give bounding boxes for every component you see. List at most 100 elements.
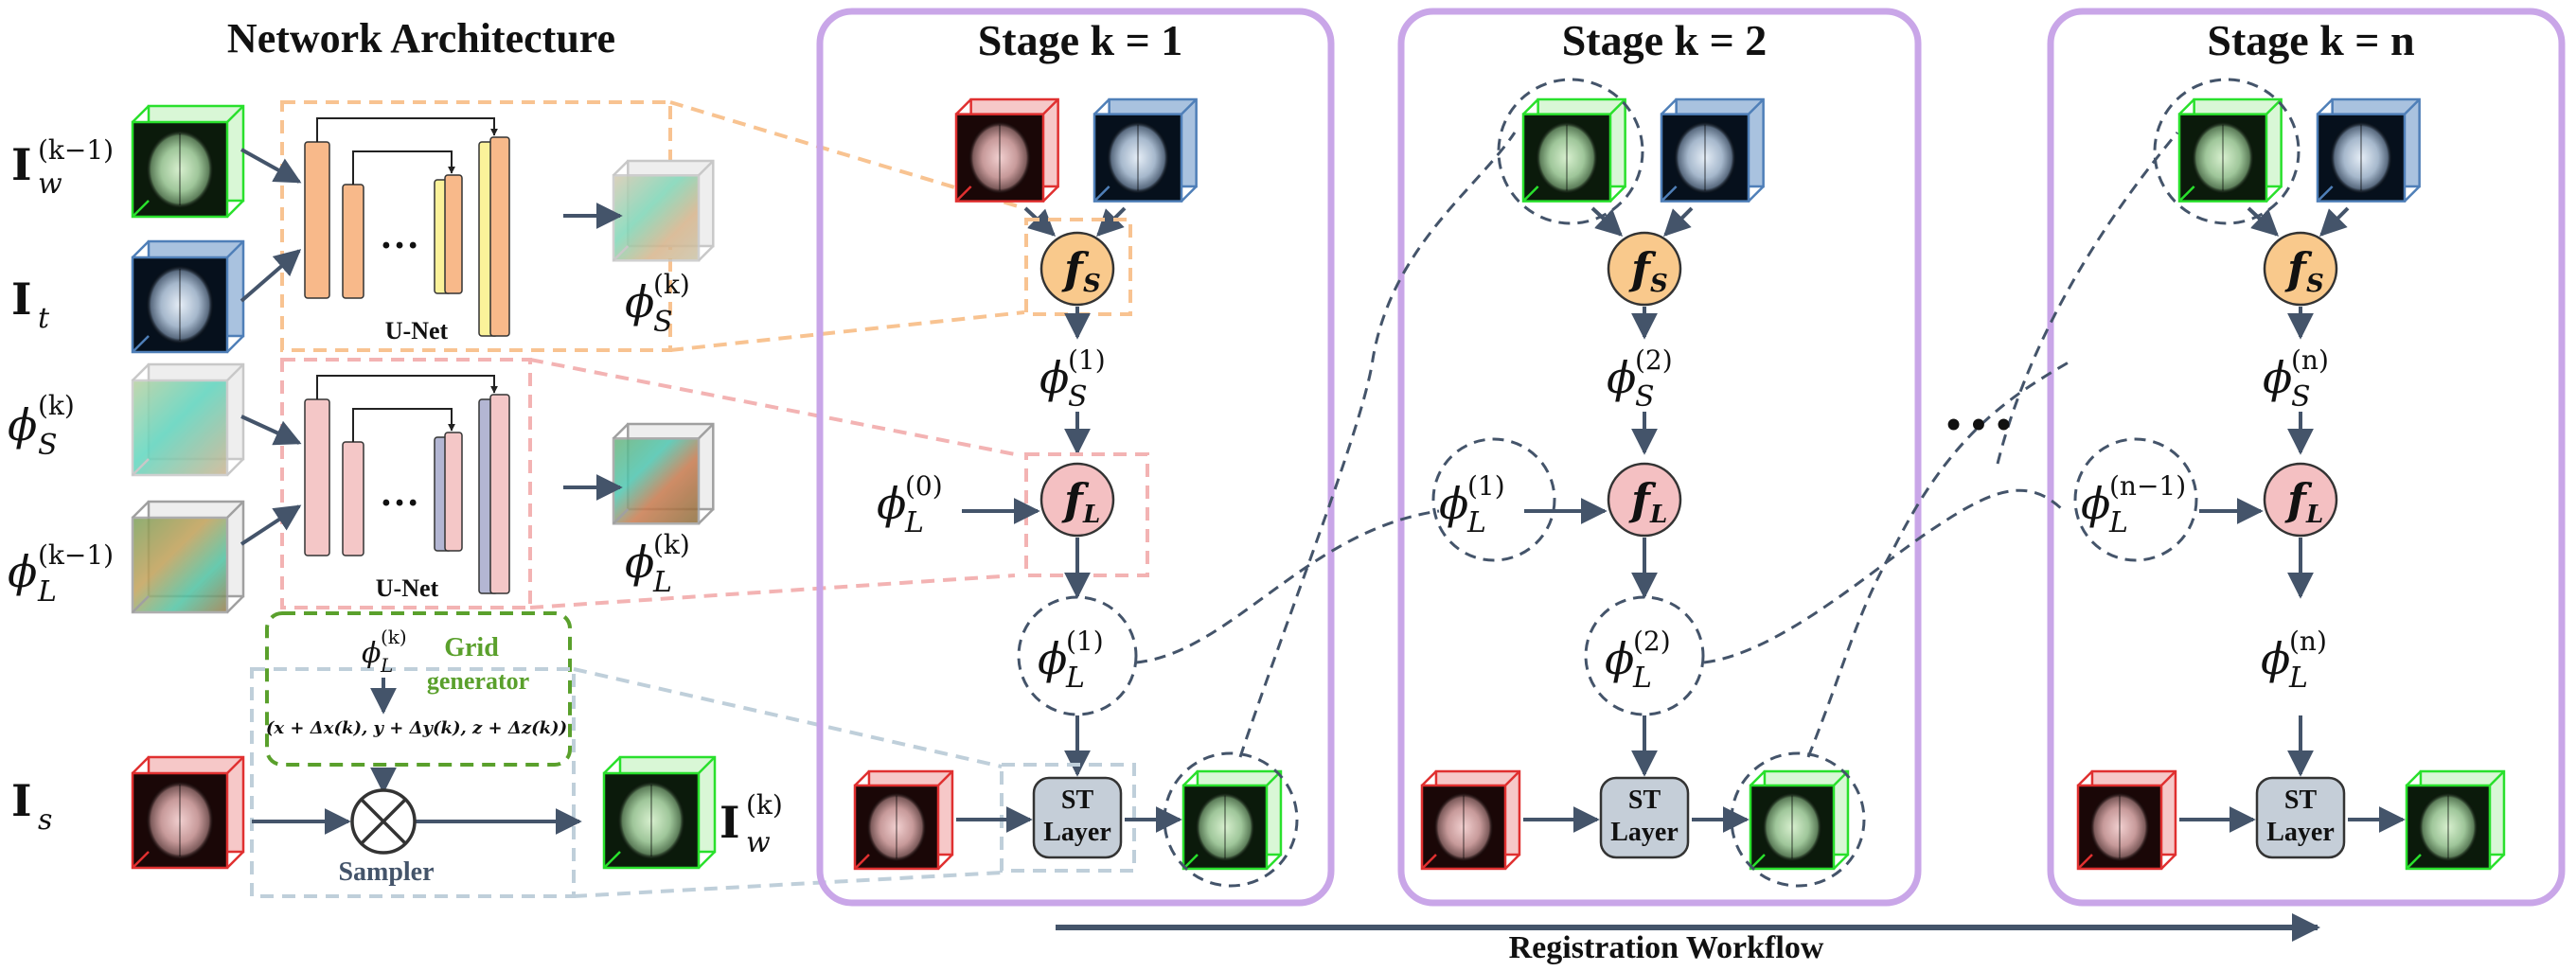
unet-s-box — [280, 100, 672, 352]
flow-phis-out — [612, 159, 715, 262]
stage-2-border — [1397, 8, 1922, 907]
stage-1-input-target — [1093, 97, 1198, 203]
svg-text:ϕ: ϕ — [8, 399, 37, 450]
stage-n-source — [2076, 769, 2177, 871]
svg-text:S: S — [2306, 270, 2324, 298]
svg-text:ϕ: ϕ — [1038, 633, 1067, 684]
svg-text:w: w — [38, 168, 62, 201]
svg-text:ϕ: ϕ — [362, 637, 381, 670]
volume-iw-prev — [131, 104, 245, 219]
svg-text:ϕ: ϕ — [8, 546, 37, 597]
sampler-box — [250, 667, 576, 898]
svg-text:L: L — [1065, 662, 1085, 695]
stage-1-title: Stage k = 1 — [978, 16, 1183, 64]
svg-text:(1): (1) — [1068, 344, 1106, 376]
svg-text:(k): (k) — [653, 269, 690, 300]
svg-text:(n−1): (n−1) — [2109, 470, 2186, 502]
stage-1-output-warped — [1181, 769, 1283, 871]
svg-text:I: I — [11, 775, 32, 826]
stage-n-border — [2047, 8, 2566, 907]
stage-connector-1 — [1238, 132, 1517, 758]
stage-1-phis-label: ϕS(1) — [1039, 344, 1106, 414]
volume-iw-k — [602, 755, 717, 870]
svg-text:s: s — [38, 803, 52, 837]
svg-text:(k−1): (k−1) — [38, 539, 114, 571]
architecture-title: Network Architecture — [227, 15, 615, 62]
label-iw-prev: I w (k−1) — [11, 134, 114, 201]
svg-text:L: L — [1632, 662, 1652, 695]
svg-text:ST: ST — [1061, 786, 1094, 815]
svg-text:I: I — [11, 139, 32, 190]
svg-text:S: S — [1635, 380, 1655, 414]
flow-phil-out — [612, 422, 715, 525]
svg-text:t: t — [38, 302, 50, 335]
zoom-line-st-bottom — [573, 871, 1003, 898]
svg-text:S: S — [2291, 380, 2311, 414]
stage-2-phil-in-label: ϕL(1) — [1439, 470, 1505, 539]
svg-text:L: L — [37, 575, 57, 609]
svg-text:L: L — [380, 654, 393, 677]
svg-text:(n): (n) — [2289, 626, 2327, 657]
svg-text:…: … — [380, 214, 419, 257]
stage-2-input-warped — [1521, 97, 1626, 203]
svg-text:L: L — [1649, 501, 1667, 529]
svg-text:(k): (k) — [38, 390, 75, 421]
stage-n-phil-out-label: ϕL(n) — [2261, 626, 2327, 695]
grid-formula: (x + Δx(k), y + Δy(k), z + Δz(k)) — [266, 718, 567, 738]
svg-text:L: L — [904, 506, 924, 539]
svg-text:ϕ: ϕ — [625, 537, 654, 588]
label-phis-k: ϕ S (k) — [8, 390, 75, 462]
zoom-line-l-top — [529, 358, 1016, 456]
stage-2-output-warped — [1749, 769, 1850, 871]
stage-n-input-target — [2316, 97, 2421, 203]
svg-text:(k): (k) — [381, 626, 407, 648]
grid-label-line1: Grid — [444, 633, 499, 662]
stage-n-title: Stage k = n — [2207, 16, 2414, 64]
stage-1-phil-out-label: ϕL(1) — [1038, 626, 1104, 695]
svg-text:Layer: Layer — [1610, 818, 1679, 847]
stage-2-phil-out-label: ϕL (2) — [1605, 626, 1671, 695]
zoom-line-l-bottom — [529, 574, 1016, 609]
svg-text:ϕ: ϕ — [1605, 633, 1634, 684]
stage-2-title: Stage k = 2 — [1562, 16, 1768, 64]
unet-s: … U-Net — [304, 117, 510, 344]
svg-text:L: L — [2108, 506, 2128, 539]
stage-1-source — [853, 769, 954, 871]
svg-text:…: … — [380, 471, 419, 515]
stage-n-output-warped — [2405, 769, 2506, 871]
svg-text:(2): (2) — [1633, 626, 1671, 657]
stage-ellipsis: • • • — [1946, 401, 2011, 448]
svg-text:S: S — [38, 429, 58, 462]
svg-text:(0): (0) — [905, 470, 943, 502]
stage-connector-3 — [1806, 358, 2074, 758]
svg-text:S: S — [653, 306, 673, 339]
svg-text:L: L — [1466, 506, 1486, 539]
svg-text:ϕ: ϕ — [877, 478, 906, 529]
grid-generator-box — [265, 611, 572, 767]
unet-l-box — [280, 358, 532, 609]
svg-text:(k−1): (k−1) — [38, 134, 114, 166]
label-is: I s — [11, 775, 52, 837]
stage-connector-4 — [1703, 488, 2066, 664]
svg-text:ST: ST — [1628, 786, 1661, 815]
svg-text:ϕ: ϕ — [625, 276, 654, 327]
stage-2-source — [1420, 769, 1521, 871]
svg-text:L: L — [1082, 501, 1100, 529]
svg-text:ϕ: ϕ — [2081, 478, 2110, 529]
stage-connectors — [1135, 132, 2179, 758]
svg-text:(k): (k) — [746, 789, 783, 821]
svg-text:w: w — [746, 826, 771, 859]
svg-text:Layer: Layer — [2266, 818, 2335, 847]
grid-generator: ϕ L (k) Grid generator (x + Δx(k), y + Δ… — [266, 626, 567, 738]
unet-l-label: U-Net — [376, 574, 439, 602]
left-arrows — [240, 148, 623, 835]
